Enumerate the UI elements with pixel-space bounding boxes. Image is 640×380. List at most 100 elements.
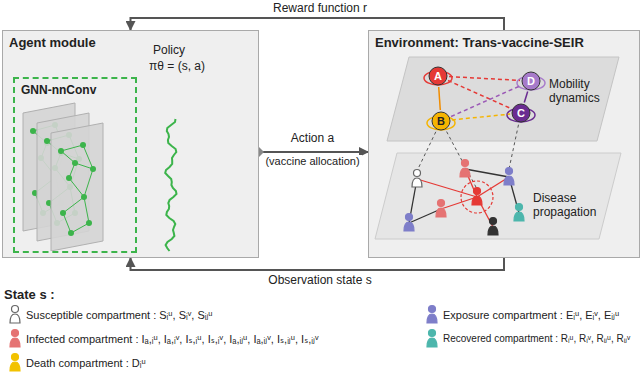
policy-curve: [165, 119, 176, 251]
gnn-layers: [15, 79, 135, 251]
person-body: [10, 338, 20, 347]
region-circle: D: [521, 71, 541, 91]
circle-shape: [512, 104, 530, 122]
gnn-link: [83, 145, 93, 169]
edge-label: Reward function r: [271, 1, 369, 15]
gnn-node: [66, 175, 72, 181]
action-note: (vaccine allocation): [263, 155, 361, 168]
contact-link: [465, 169, 509, 177]
legend-text: Recovered compartment : Rᵢᵘ, Rᵢᵛ, Rᵢⱼᵘ, …: [443, 331, 630, 347]
gnn-box: GNN-nnConv: [13, 77, 137, 253]
plane-label: Mobility dynamics: [549, 77, 605, 106]
circle-shape: [432, 112, 450, 130]
person-body: [10, 314, 20, 323]
person-body: [436, 208, 446, 217]
gnn-node: [72, 160, 78, 166]
state-heading: State s :: [4, 287, 55, 303]
gnn-link: [84, 197, 89, 223]
mobility-link: [439, 87, 441, 110]
person-head: [12, 330, 19, 337]
gnn-link: [71, 223, 89, 233]
person-body: [10, 362, 20, 371]
legend-person-icon: [425, 328, 439, 350]
propagation-plane: [375, 153, 621, 239]
environment-panel: Environment: Trans-vaccine-SEIR A B CD Mobil…: [368, 30, 640, 258]
gnn-node: [44, 138, 50, 144]
person-body: [404, 222, 414, 231]
legend-person-icon: [8, 352, 22, 374]
gnn-node: [80, 142, 86, 148]
flow-arrow: [259, 151, 368, 153]
legend-text: Death compartment : Dᵢᵘ: [26, 355, 146, 371]
person-head: [506, 168, 513, 175]
gnn-link: [63, 197, 84, 213]
box-title: Agent module: [9, 35, 252, 50]
infection-focus: [461, 181, 493, 213]
gnn-link: [61, 145, 83, 151]
gnn-link: [84, 169, 93, 197]
plane-label: Disease propagation: [533, 191, 605, 220]
circle-letter: B: [431, 111, 451, 131]
flow-arrow: [131, 258, 505, 270]
mobility-link: [524, 92, 527, 103]
mobility-connector-layer: [369, 31, 636, 256]
mobility-link: [451, 86, 521, 117]
environment-illustration: [369, 31, 636, 256]
mobility-link: [449, 77, 520, 81]
region-circle: A: [428, 66, 448, 86]
agent-panel: Agent moduleGNN-nnConv Policy πθ = (s, a): [2, 30, 259, 258]
gnn-node: [90, 166, 96, 172]
box-title: Environment: Trans-vaccine-SEIR: [375, 35, 633, 50]
gnn-node: [58, 148, 64, 154]
person-body: [514, 212, 524, 221]
circle-shape: [522, 72, 540, 90]
gnn-node: [86, 220, 92, 226]
region-circle: B: [431, 111, 451, 131]
person-head: [438, 200, 445, 207]
person-head: [462, 160, 469, 167]
person-head: [12, 354, 19, 361]
person-head: [516, 204, 523, 211]
policy-formula: πθ = (s, a): [149, 59, 205, 73]
person-body: [412, 178, 422, 187]
circle-shape: [429, 67, 447, 85]
person-head: [406, 214, 413, 221]
person-body: [460, 168, 470, 177]
legend-text: Infected compartment : Iₐ,ᵢᵘ, Iₐ,ᵢᵛ, Iₛ,…: [26, 331, 319, 347]
person-body: [504, 176, 514, 185]
region-circle: C: [511, 103, 531, 123]
person-head: [429, 330, 436, 337]
gnn-node: [60, 210, 66, 216]
gnn-node: [68, 230, 74, 236]
person-head: [429, 306, 436, 313]
edge-label: Observation state s: [266, 273, 373, 287]
gnn-link: [63, 213, 71, 233]
contact-link: [417, 179, 477, 197]
gnn-node: [30, 128, 36, 134]
legend-person-icon: [425, 304, 439, 326]
circle-letter: D: [521, 71, 541, 91]
person-head: [474, 188, 481, 195]
mobility-drop: [441, 121, 477, 189]
person-body: [427, 314, 437, 323]
box-title: GNN-nnConv: [21, 83, 129, 97]
legend-text: Exposure compartment : Eᵢᵘ, Eᵢᵛ, Eᵢⱼᵘ: [443, 307, 619, 323]
edge-label: Action a: [289, 131, 336, 145]
person-body: [427, 338, 437, 347]
person-body: [472, 196, 482, 205]
legend-person-icon: [8, 304, 22, 326]
legend-text: Susceptible compartment : Sᵢᵘ, Sᵢᵛ, Sᵢⱼᵘ: [26, 307, 213, 323]
person-head: [490, 218, 497, 225]
person-body: [488, 226, 498, 235]
circle-letter: A: [428, 66, 448, 86]
policy-label: Policy: [153, 43, 185, 57]
mobility-plane: [387, 57, 619, 141]
gnn-node: [81, 194, 87, 200]
person-head: [12, 306, 19, 313]
legend-person-icon: [8, 328, 22, 350]
flow-arrow: [131, 18, 505, 30]
gnn-layer: [51, 123, 103, 251]
gnn-link: [69, 178, 84, 197]
person-head: [414, 170, 421, 177]
mobility-link: [452, 114, 510, 120]
